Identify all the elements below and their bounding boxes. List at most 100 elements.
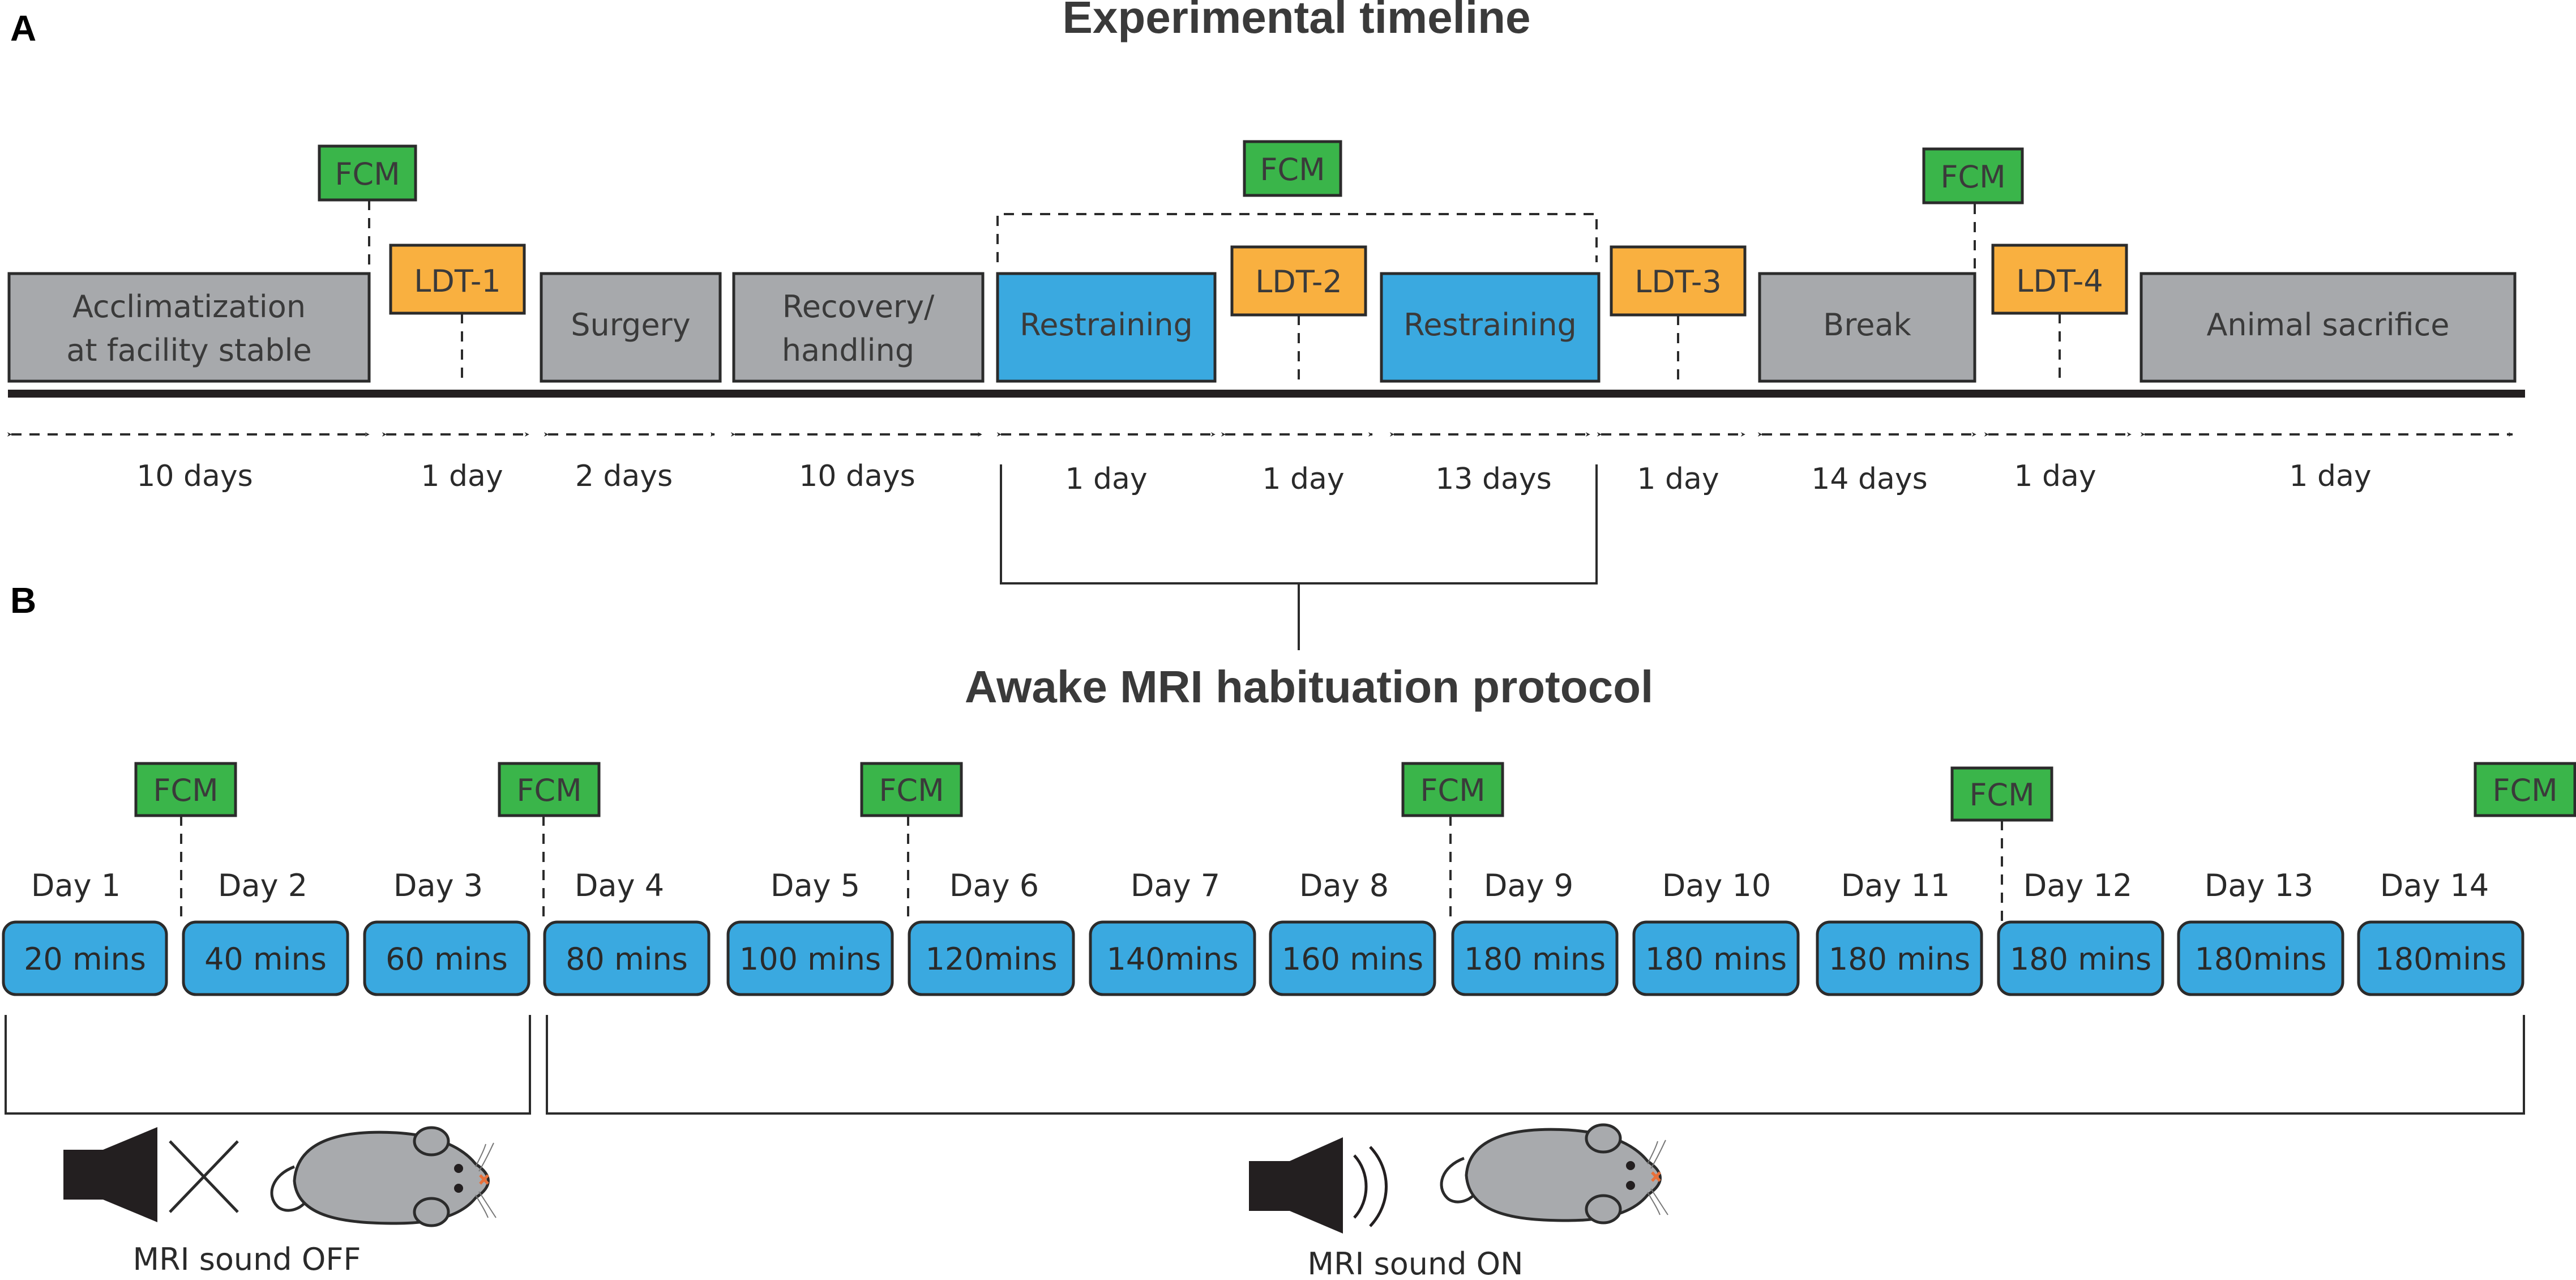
stage-box-restraining-2 [1380, 272, 1601, 383]
stage-box-ldt-2 [1230, 245, 1367, 317]
fcm-label-a2: FCM [1260, 152, 1325, 187]
timeline-stages: Acclimatization at facility stable LDT-1… [7, 244, 2517, 383]
fcm-bracket-a2 [996, 213, 1598, 262]
sound-on-illustration: MRI sound ON [1249, 1123, 1668, 1280]
day-box-5 [726, 920, 894, 996]
day-label-3: Day 3 [393, 868, 483, 903]
stage-label-acclimatization-1: Acclimatization [72, 289, 306, 325]
day-box-14 [2357, 920, 2524, 996]
fcm-box-a3 [1922, 147, 2024, 204]
duration-label-6: 1 day [1262, 462, 1344, 496]
mouse-icon [1440, 1123, 1668, 1224]
day-label-5: Day 5 [771, 868, 860, 903]
panel-a-letter: A [10, 8, 36, 49]
day-time-4: 80 mins [566, 941, 688, 977]
duration-label-1: 10 days [136, 459, 253, 493]
fcm-label-b4: FCM [1420, 773, 1485, 808]
day-time-10: 180 mins [1645, 941, 1787, 977]
stage-box-ldt-4 [1991, 244, 2128, 315]
stage-label-break: Break [1823, 307, 1911, 343]
stage-box-acclimatization [7, 272, 371, 383]
day-label-14: Day 14 [2380, 868, 2489, 903]
stage-box-restraining-1 [996, 272, 1217, 383]
sound-off-illustration: MRI sound OFF [63, 1126, 497, 1277]
stage-label-restraining-1: Restraining [1020, 307, 1193, 343]
day-box-7 [1089, 920, 1256, 996]
panel-b-letter: B [10, 580, 36, 621]
duration-label-4: 10 days [799, 459, 915, 493]
speaker-icon [1249, 1137, 1343, 1234]
duration-label-8: 1 day [1637, 462, 1719, 496]
day-box-8 [1269, 920, 1436, 996]
fcm-box-b2 [498, 762, 601, 817]
fcm-box-b1 [134, 762, 237, 817]
day-time-2: 40 mins [204, 941, 327, 977]
duration-label-7: 13 days [1435, 462, 1551, 496]
fcm-label-a3: FCM [1940, 159, 2005, 195]
duration-label-9: 14 days [1811, 462, 1927, 496]
day-label-12: Day 12 [2023, 868, 2133, 903]
fcm-label-b6: FCM [2492, 773, 2557, 808]
stage-box-break [1758, 272, 1976, 383]
fcm-box-b4 [1401, 762, 1504, 817]
sound-off-label: MRI sound OFF [133, 1241, 361, 1277]
stage-label-recovery-2: handling [782, 332, 914, 368]
stage-label-ldt-3: LDT-3 [1634, 264, 1722, 300]
stage-label-acclimatization-2: at facility stable [66, 332, 311, 368]
stage-label-ldt-1: LDT-1 [414, 263, 501, 299]
sound-waves-icon [1353, 1146, 1388, 1227]
fcm-markers-a: FCM FCM FCM [318, 140, 2024, 274]
day-time-12: 180 mins [2010, 941, 2151, 977]
stage-label-recovery-1: Recovery/ [782, 289, 935, 325]
day-time-14: 180mins [2374, 941, 2506, 977]
fcm-box-a2 [1243, 140, 1342, 197]
stage-label-animal-sacrifice: Animal sacrifice [2206, 307, 2449, 343]
day-label-4: Day 4 [575, 868, 664, 903]
fcm-label-b5: FCM [1969, 777, 2034, 813]
fcm-markers-b: FCM FCM FCM FCM FCM FCM [134, 762, 2576, 923]
sound-off-bracket [5, 1015, 531, 1115]
duration-label-11: 1 day [2289, 459, 2371, 493]
speaker-icon [63, 1127, 157, 1222]
sound-on-bracket [546, 1015, 2525, 1115]
fcm-box-b5 [1950, 766, 2053, 822]
stage-label-ldt-2: LDT-2 [1255, 264, 1342, 300]
day-time-11: 180 mins [1829, 941, 1970, 977]
stage-box-animal-sacrifice [2139, 272, 2517, 383]
day-time-6: 120mins [925, 941, 1057, 977]
day-box-13 [2177, 920, 2344, 996]
fcm-label-b1: FCM [153, 773, 218, 808]
stage-label-ldt-4: LDT-4 [2016, 263, 2103, 299]
day-box-1 [2, 920, 168, 996]
day-label-1: Day 1 [31, 868, 121, 903]
stage-box-surgery [540, 272, 722, 383]
day-box-11 [1816, 920, 1983, 996]
day-label-6: Day 6 [949, 868, 1039, 903]
duration-label-2: 1 day [421, 459, 503, 493]
habituation-bracket [1000, 464, 1598, 650]
duration-labels: 10 days 1 day 2 days 10 days 1 day 1 day… [136, 459, 2371, 496]
stage-label-surgery: Surgery [571, 307, 690, 343]
day-box-2 [182, 920, 349, 996]
day-time-7: 140mins [1106, 941, 1238, 977]
day-label-7: Day 7 [1131, 868, 1220, 903]
day-box-9 [1451, 920, 1619, 996]
stage-box-ldt-3 [1610, 245, 1747, 317]
stage-label-restraining-2: Restraining [1403, 307, 1577, 343]
day-label-2: Day 2 [218, 868, 307, 903]
day-time-9: 180 mins [1464, 941, 1606, 977]
panel-b-title: Awake MRI habituation protocol [965, 662, 1653, 712]
day-label-10: Day 10 [1662, 868, 1771, 903]
day-label-9: Day 9 [1484, 868, 1573, 903]
mouse-icon [270, 1126, 497, 1227]
fcm-label-b3: FCM [879, 773, 944, 808]
fcm-label-b2: FCM [516, 773, 581, 808]
day-box-10 [1632, 920, 1800, 996]
day-time-13: 180mins [2194, 941, 2326, 977]
day-box-4 [543, 920, 711, 996]
habituation-days: Day 1 20 mins Day 2 40 mins Day 3 60 min… [2, 868, 2524, 996]
duration-label-5: 1 day [1065, 462, 1147, 496]
sound-on-label: MRI sound ON [1307, 1246, 1523, 1280]
duration-label-10: 1 day [2014, 459, 2096, 493]
